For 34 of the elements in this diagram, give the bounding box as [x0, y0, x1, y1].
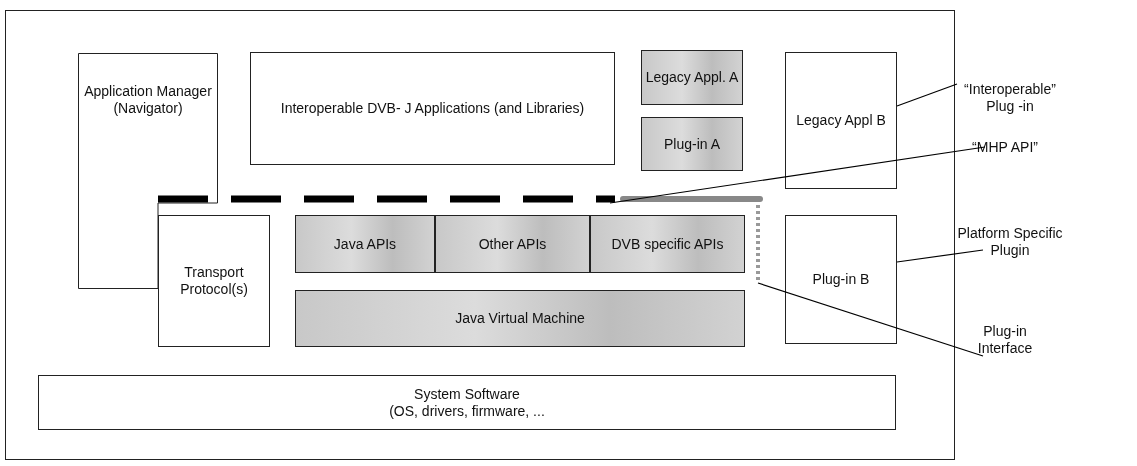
box-label: Transport Protocol(s) [179, 264, 249, 298]
box-label: Plug-in A [663, 135, 720, 153]
leader-line [896, 83, 958, 107]
box-label: (OS, drivers, firmware, ... [389, 402, 545, 420]
box-label: Java Virtual Machine [455, 310, 585, 327]
api-box [295, 215, 435, 273]
api-box [590, 215, 745, 273]
application-box [641, 50, 743, 105]
callout-label: Platform Specific Plugin [956, 225, 1064, 259]
diagram-frame [5, 10, 955, 460]
box-label: System Software [414, 385, 520, 403]
plugin-box [785, 215, 897, 344]
protocol-box [158, 215, 270, 347]
callout-label: “Interoperable” Plug -in [963, 81, 1057, 115]
leader-line [757, 282, 984, 357]
api-box [435, 215, 590, 273]
box-label: DVB specific APIs [611, 235, 724, 253]
application-box [785, 52, 897, 189]
plugin-box [641, 117, 743, 171]
leader-line [609, 146, 986, 204]
application-box [250, 52, 615, 165]
leader-line [896, 249, 984, 263]
box-label: Other APIs [478, 235, 547, 253]
box-label: Java APIs [333, 235, 397, 253]
box-label: Legacy Appl. A [645, 69, 739, 86]
callout-label: “MHP API” [972, 138, 1038, 156]
box-label: Plug-in B [812, 271, 870, 288]
box-label: Application Manager (Navigator) [83, 83, 213, 117]
virtual-machine-box [295, 290, 745, 347]
box-label: Legacy Appl B [796, 112, 886, 129]
callout-label: Plug-in Interface [976, 323, 1034, 357]
box-label: Interoperable DVB- J Applications (and Libraries) [280, 100, 585, 117]
dashed-api-line [158, 193, 615, 205]
system-software-box [38, 375, 896, 430]
